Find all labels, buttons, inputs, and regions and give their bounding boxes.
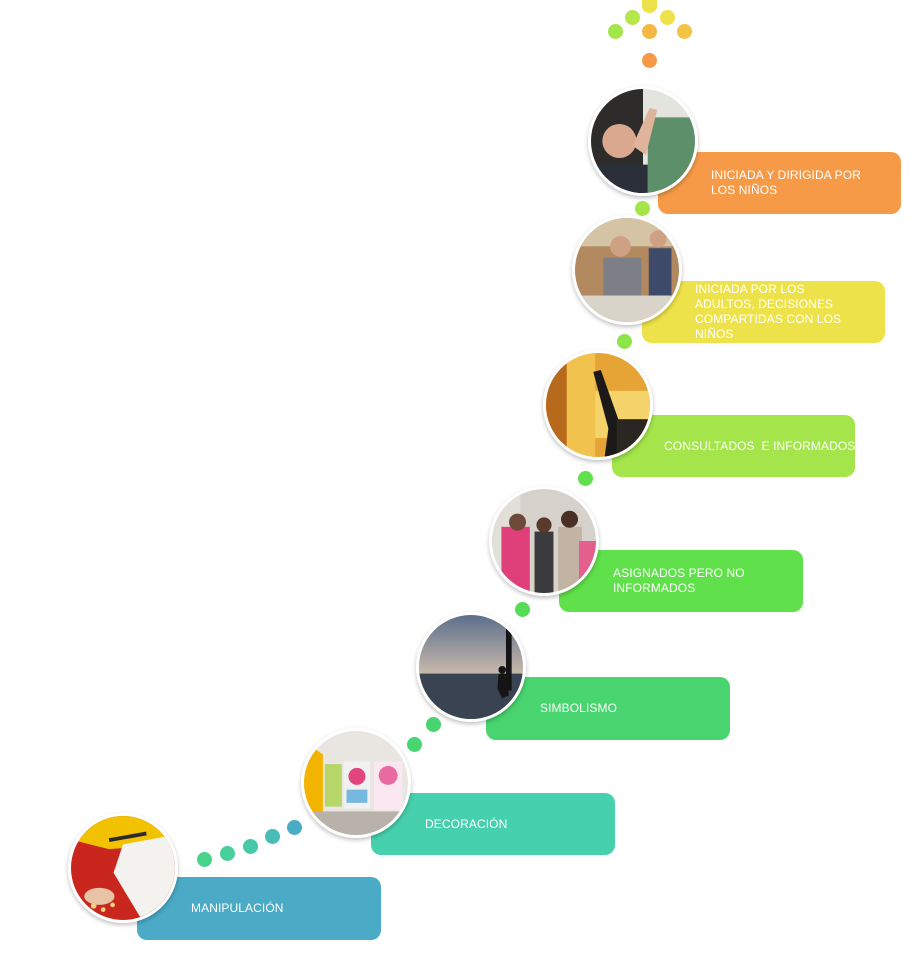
step-box-simbolismo: SIMBOLISMO	[486, 677, 730, 740]
decorated-corridor-photo-icon	[301, 728, 411, 838]
step-label: DECORACIÓN	[425, 816, 508, 831]
connector-dot	[578, 471, 593, 486]
connector-dot	[426, 717, 441, 732]
step-box-iniciada-ninos: INICIADA Y DIRIGIDA POR LOS NIÑOS	[658, 152, 901, 214]
children-group-photo-icon	[489, 486, 599, 596]
step-label: INICIADA Y DIRIGIDA POR LOS NIÑOS	[711, 168, 861, 197]
dusk-silhouette-photo-icon	[416, 612, 526, 722]
connector-dot	[635, 201, 650, 216]
arrow-dot	[642, 0, 657, 13]
connector-dot	[243, 839, 258, 854]
arrow-dot	[677, 24, 692, 39]
arrow-dot	[642, 53, 657, 68]
connector-dot	[407, 737, 422, 752]
step-label: MANIPULACIÓN	[191, 901, 284, 915]
step-box-consultados: CONSULTADOS E INFORMADOS	[612, 415, 855, 477]
step-box-decoracion: DECORACIÓN	[371, 793, 615, 855]
arrow-dot	[625, 10, 640, 25]
step-box-iniciada-adultos: INICIADA POR LOS ADULTOS, DECISIONES COM…	[642, 281, 885, 343]
connector-dot	[197, 852, 212, 867]
arrow-dot	[660, 10, 675, 25]
step-box-asignados: ASIGNADOS PERO NO INFORMADOS	[559, 550, 803, 612]
connector-dot	[287, 820, 302, 835]
raised-hand-photo-icon	[543, 350, 653, 460]
child-hands-paper-photo-icon	[68, 813, 178, 923]
step-box-manipulacion: MANIPULACIÓN	[137, 877, 381, 940]
adult-with-child-photo-icon	[572, 215, 682, 325]
connector-dot	[220, 846, 235, 861]
step-label: INICIADA POR LOS ADULTOS, DECISIONES COM…	[695, 282, 842, 341]
step-label: ASIGNADOS PERO NO INFORMADOS	[613, 566, 745, 595]
step-label: SIMBOLISMO	[540, 701, 618, 715]
arrow-dot	[642, 24, 657, 39]
connector-dot	[515, 602, 530, 617]
step-label: CONSULTADOS E INFORMADOS	[664, 438, 856, 453]
connector-dot	[265, 829, 280, 844]
arrow-dot	[608, 24, 623, 39]
child-hand-up-photo-icon	[588, 86, 698, 196]
connector-dot	[617, 334, 632, 349]
